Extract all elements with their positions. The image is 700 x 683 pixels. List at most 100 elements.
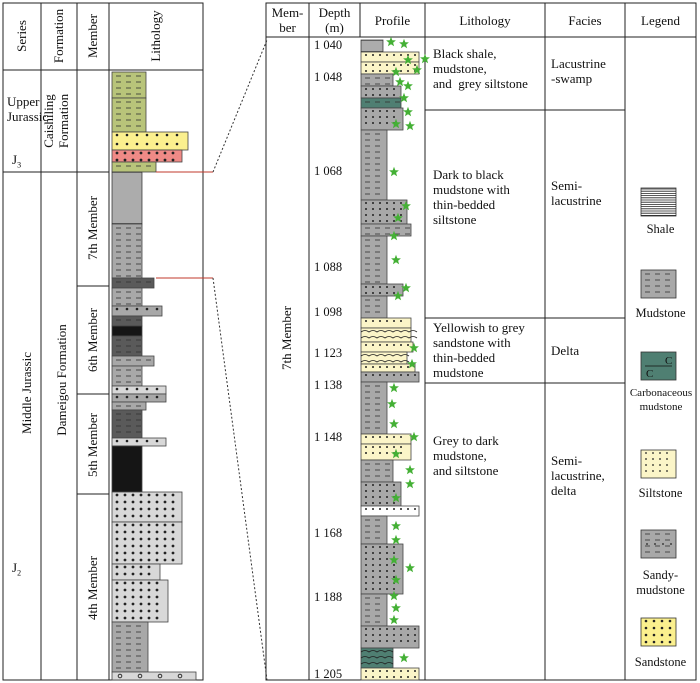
left-layer-2-dot [165, 142, 169, 146]
depth-1040: 1 040 [314, 38, 343, 52]
left-layer-22-dot [147, 523, 151, 527]
profile-layer-4-dot [386, 94, 388, 96]
profile-layer-26-dot [393, 552, 395, 554]
profile-layer-30-dot [400, 670, 402, 672]
profile-layer-23-dot [393, 484, 395, 486]
profile-layer-26-dot [379, 582, 381, 584]
left-layer-24-dot [147, 581, 151, 585]
depth-1068: 1 068 [314, 164, 343, 178]
profile-layer-6-dot [386, 116, 388, 118]
profile-layer-21-dot [379, 452, 381, 454]
left-layer-26-circle [137, 673, 143, 679]
legend-swatch-carbonaceous-letter-top: C [665, 355, 672, 367]
profile-layer-23-dot [365, 484, 367, 486]
profile-layer-4-dot [365, 94, 367, 96]
left-layer-24-dot [139, 581, 143, 585]
profile-layer-15-dot [365, 344, 367, 346]
left-layer-23-dot [115, 572, 119, 576]
left-layer-22-dot [147, 551, 151, 555]
profile-layer-4-dot [386, 88, 388, 90]
left-layer-22-dot [147, 530, 151, 534]
profile-layer-17-dot [372, 366, 374, 368]
profile-layer-6-dot [365, 122, 367, 124]
left-layer-22-dot [123, 537, 127, 541]
left-layer-24 [111, 579, 169, 623]
depth-1088: 1 088 [314, 260, 343, 274]
profile-layer-26-dot [372, 570, 374, 572]
profile-layer-28-dot [379, 634, 381, 636]
legend-swatch-siltstone-dot [652, 458, 654, 460]
left-layer-19-dot [145, 439, 149, 443]
profile-layer-26-dot [365, 558, 367, 560]
profile-layer-30-dot [386, 676, 388, 678]
left-layer-26 [111, 671, 197, 681]
depth-1205: 1 205 [314, 667, 343, 681]
left-layer-24-dot [123, 588, 127, 592]
profile-layer-25 [360, 515, 388, 545]
profile-layer-16-wave [360, 354, 410, 357]
profile-layer-8-dot [386, 214, 388, 216]
profile-layer-23-dot [365, 496, 367, 498]
profile-layer-29-wave [360, 656, 394, 659]
profile-layer-11-dot [365, 286, 367, 288]
left-layer-21-dot [163, 507, 167, 511]
profile-layer-23-dot [365, 502, 367, 504]
left-layer-22-dot [147, 537, 151, 541]
fossil-star-14 [393, 212, 403, 223]
legend-swatch-sandstone-dot [668, 626, 672, 630]
left-layer-22-dot [139, 544, 143, 548]
fossil-star-6 [395, 76, 405, 87]
left-layer-2-dot [135, 142, 139, 146]
profile-layer-2-dot [414, 64, 416, 66]
profile-layer-18-dot [393, 374, 395, 376]
left-layer-21-dot [139, 493, 143, 497]
left-layer-24-dot [123, 581, 127, 585]
profile-layer-26-dot [393, 564, 395, 566]
series-upper-jurassic: Upper Jurassic [7, 94, 48, 124]
profile-layer-4-dot [379, 88, 381, 90]
left-layer-22-dot [155, 537, 159, 541]
profile-layer-30-dot [365, 670, 367, 672]
profile-layer-26-dot [379, 546, 381, 548]
left-layer-21-dot [139, 507, 143, 511]
left-layer-15-dot [155, 387, 159, 391]
left-layer-22-dot [171, 523, 175, 527]
profile-layer-24-dot [393, 508, 395, 510]
profile-layer-26-dot [365, 564, 367, 566]
profile-layer-23-dot [379, 496, 381, 498]
profile-layer-2-dot [407, 64, 409, 66]
legend-swatch-sandstone-dot [652, 626, 656, 630]
profile-layer-8-dot [372, 220, 374, 222]
profile-layer-26-dot [365, 588, 367, 590]
left-layer-3-dot [171, 151, 175, 155]
profile-layer-8-dot [372, 208, 374, 210]
left-layer-22-dot [139, 530, 143, 534]
profile-layer-1-dot [386, 54, 388, 56]
profile-layer-26-dot [372, 558, 374, 560]
legend-swatch-siltstone-dot [645, 470, 647, 472]
profile-layer-13-dot [393, 320, 395, 322]
left-layer-3-dot [115, 151, 119, 155]
left-layer-21-dot [171, 500, 175, 504]
legend-swatch-sandstone-dot [644, 640, 648, 644]
profile-layer-8-dot [379, 220, 381, 222]
left-layer-2-dot [155, 133, 159, 137]
left-layer-22-dot [115, 544, 119, 548]
fossil-star-8 [399, 92, 409, 103]
legend-swatch-sandstone-dot [668, 633, 672, 637]
left-layer-21-dot [131, 493, 135, 497]
profile-layer-6-dot [365, 110, 367, 112]
left-layer-22-dot [171, 544, 175, 548]
profile-layer-26-dot [379, 588, 381, 590]
left-layer-22-dot [147, 544, 151, 548]
left-layer-22-dot [171, 537, 175, 541]
profile-layer-23-dot [379, 490, 381, 492]
profile-layer-23-dot [386, 490, 388, 492]
left-layer-23-dot [147, 572, 151, 576]
left-layer-22-dot [115, 523, 119, 527]
profile-layer-28-dot [386, 628, 388, 630]
left-layer-23-dot [123, 565, 127, 569]
